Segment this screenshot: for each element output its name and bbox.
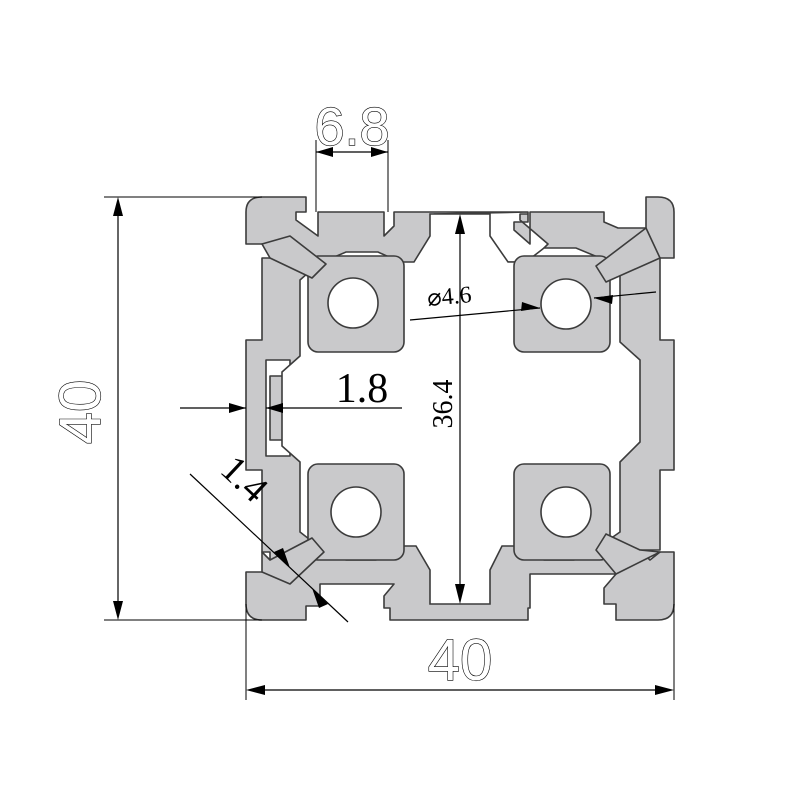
web-top-right (595, 227, 661, 283)
dimension-inner-span: 36.4 (428, 214, 465, 604)
web-bottom-left (261, 537, 325, 585)
profile-cross-section (245, 196, 675, 621)
hole-diameter-label: ⌀4.6 (426, 282, 473, 312)
web-bottom-right (595, 533, 661, 575)
dimension-wall-thickness: 1.8 (180, 366, 402, 413)
web-top-left (261, 235, 327, 279)
wall-thickness-label: 1.8 (336, 366, 389, 412)
dimension-slot-opening: 6.8 (314, 96, 390, 157)
dimension-hole-diameter: ⌀4.6 (409, 282, 657, 321)
inner-span-label: 36.4 (428, 380, 459, 429)
mounting-hole-bottom-left (330, 486, 382, 538)
dimension-height: 40 (47, 197, 123, 620)
mounting-hole-bottom-right (540, 486, 592, 538)
dimension-width: 40 (246, 627, 674, 695)
mounting-hole-top-left (327, 277, 379, 329)
mounting-hole-top-right (540, 278, 592, 330)
slot-opening-label: 6.8 (314, 97, 389, 157)
width-label: 40 (428, 628, 493, 693)
height-label: 40 (48, 380, 113, 445)
